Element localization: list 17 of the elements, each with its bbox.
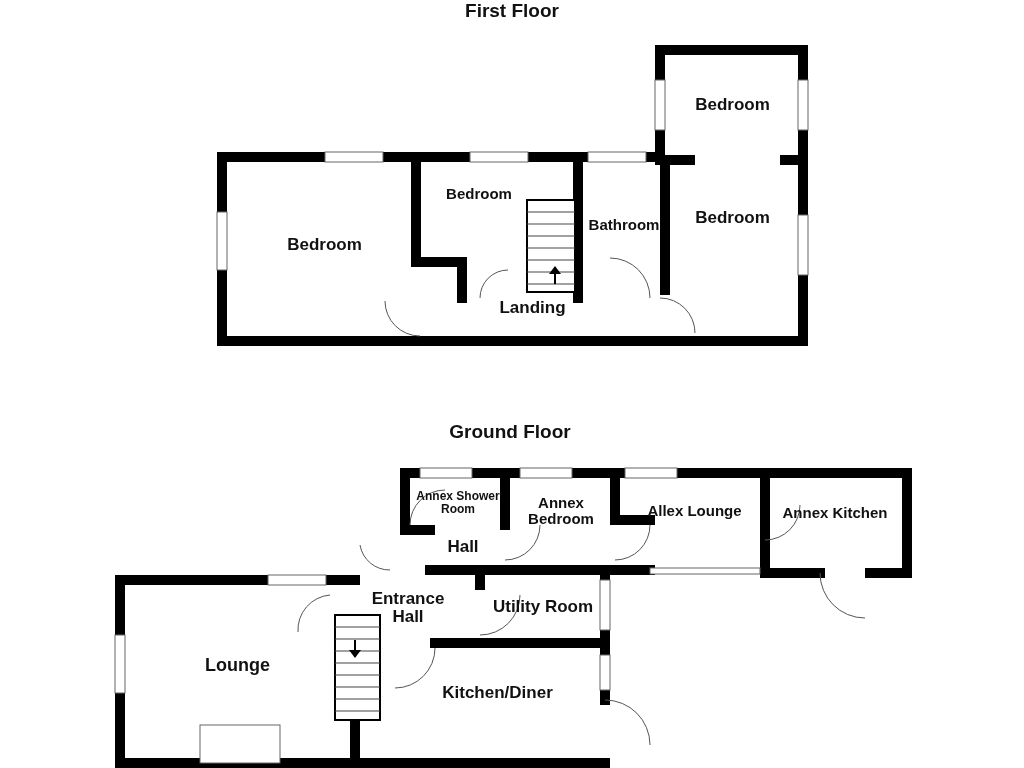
room: Bedroom [232, 170, 417, 320]
floor-heading: Ground Floor [449, 421, 571, 443]
room: Bedroom [425, 168, 533, 220]
room: Utility Room [490, 582, 596, 632]
room: Kitchen/Diner [400, 675, 595, 710]
room: Annex Shower Room [412, 478, 504, 528]
room: Hall [432, 532, 494, 562]
room: Lounge [140, 630, 335, 700]
room: Entrance Hall [360, 582, 456, 634]
room: Annex Kitchen [775, 488, 895, 538]
room: Annex Bedroom [510, 488, 612, 534]
room: Bedroom [670, 170, 795, 265]
floor-heading: First Floor [465, 0, 559, 22]
room: Allex Lounge [622, 488, 767, 534]
room: Bathroom [585, 200, 663, 250]
room: Landing [470, 294, 595, 322]
room: Bedroom [670, 60, 795, 150]
